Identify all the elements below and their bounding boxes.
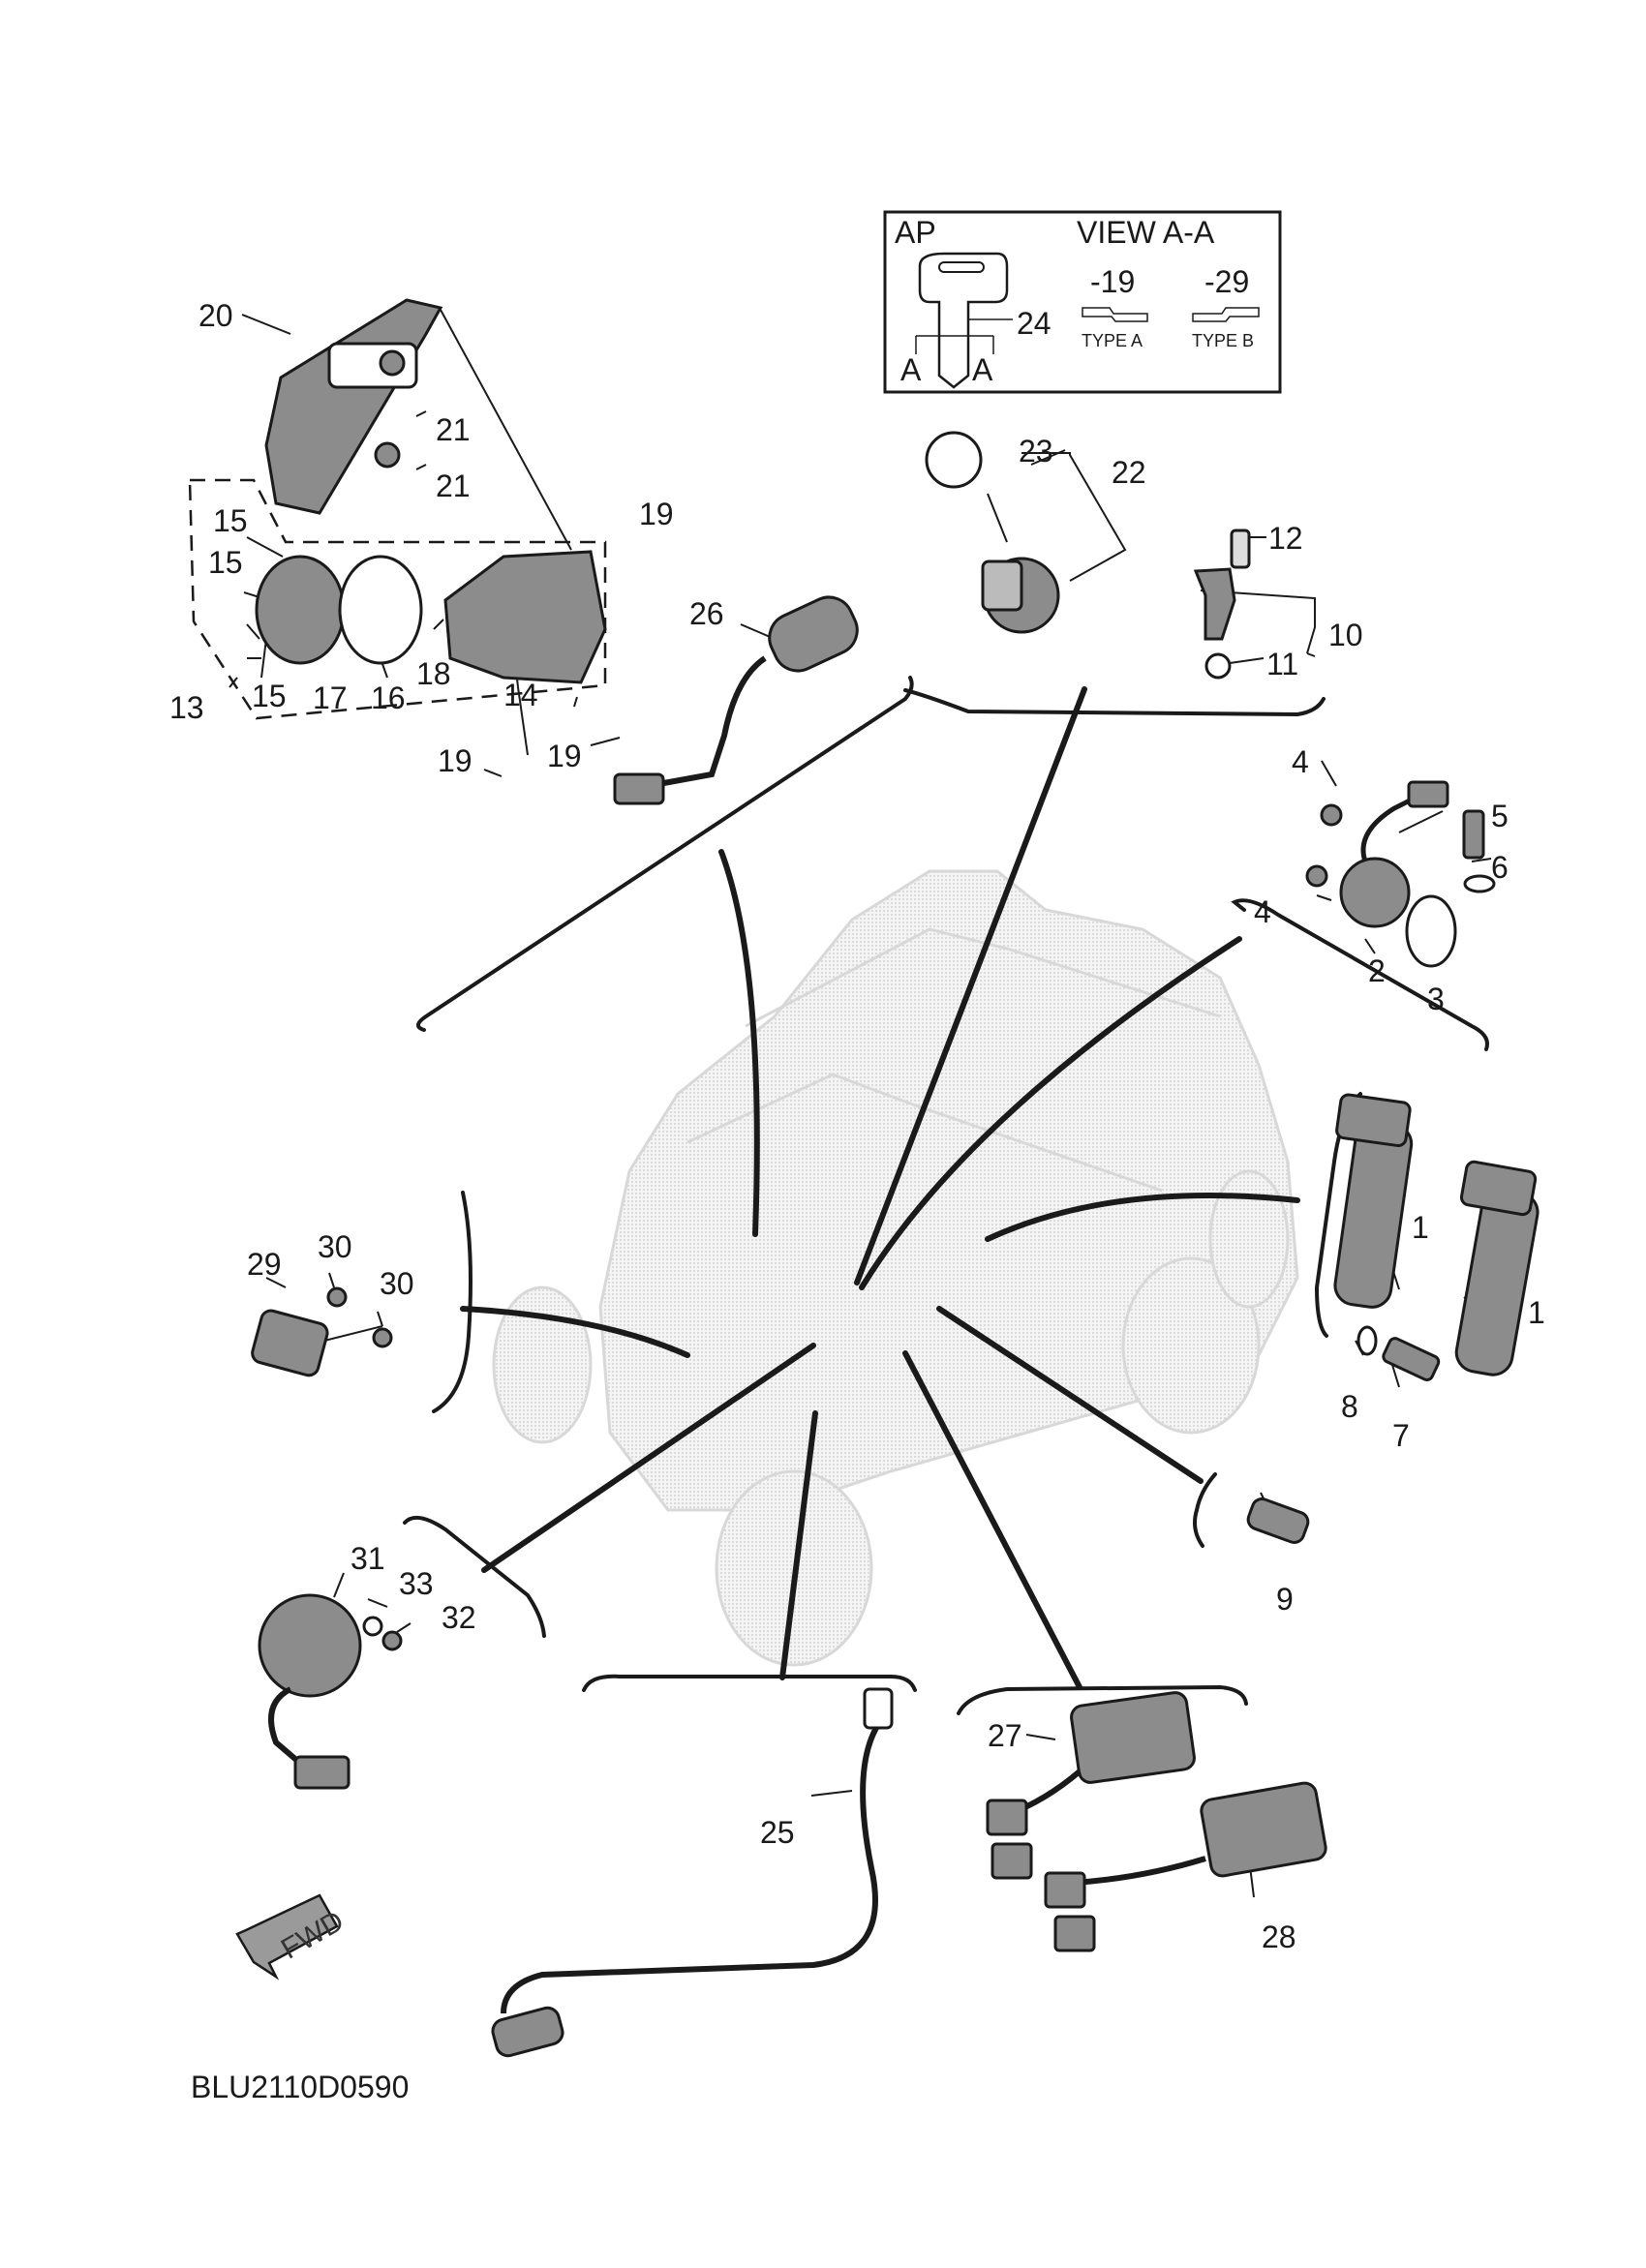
bolt-30-icon xyxy=(372,1327,393,1348)
callout-8: 8 xyxy=(1341,1389,1358,1424)
ring-6-icon xyxy=(1463,874,1496,893)
callout-1: 1 xyxy=(1528,1295,1545,1330)
callout-22: 22 xyxy=(1112,455,1146,490)
washer-33-icon xyxy=(362,1616,383,1637)
callout-5: 5 xyxy=(1491,799,1509,833)
callout-3: 3 xyxy=(1427,982,1445,1016)
callout-26: 26 xyxy=(689,596,724,631)
callout-19: 19 xyxy=(639,497,674,531)
callout-32: 32 xyxy=(442,1600,476,1635)
variant-a-label: -19 xyxy=(1090,264,1136,299)
bolt-icon xyxy=(374,441,401,469)
bolt-32-icon xyxy=(381,1630,403,1651)
sensor-29-icon xyxy=(251,1309,329,1377)
callout-20: 20 xyxy=(198,298,233,333)
switch-27-icon xyxy=(1070,1691,1196,1784)
inset-left-title: AP xyxy=(895,215,936,250)
callout-15: 15 xyxy=(208,545,243,580)
callout-30: 30 xyxy=(380,1266,414,1301)
bolt-icon xyxy=(379,349,406,377)
bolt-4-icon xyxy=(1320,803,1343,827)
callout-9: 9 xyxy=(1276,1582,1294,1617)
callout-4: 4 xyxy=(1254,894,1271,929)
vehicle-illustration xyxy=(492,869,1299,1667)
ring-8-icon xyxy=(1356,1325,1378,1356)
switch-28-icon xyxy=(1200,1781,1327,1878)
callout-13: 13 xyxy=(169,690,204,725)
callout-18: 18 xyxy=(416,656,451,691)
ignition-coil-icon xyxy=(1333,1120,1414,1309)
bolt-12-icon xyxy=(1230,529,1251,569)
callout-11: 11 xyxy=(1266,647,1299,681)
key-profile-type-a-icon xyxy=(1082,307,1148,322)
inset-key-part-number: 24 xyxy=(1017,306,1052,341)
callout-19: 19 xyxy=(438,743,472,778)
key-icon xyxy=(918,252,1009,389)
sensor-25-icon xyxy=(491,2006,564,2058)
throttle-group-dashed-box xyxy=(188,478,607,720)
callout-15: 15 xyxy=(213,503,248,538)
sensor-10-icon xyxy=(1193,567,1236,641)
o-ring-3-icon xyxy=(1405,894,1457,968)
callout-1: 1 xyxy=(1412,1210,1429,1245)
callout-14: 14 xyxy=(503,678,538,712)
gasket-icon xyxy=(338,555,423,665)
callout-33: 33 xyxy=(399,1566,434,1601)
callout-6: 6 xyxy=(1491,850,1509,885)
sensor-26-icon xyxy=(768,595,859,673)
callout-10: 10 xyxy=(1328,618,1363,652)
callout-31: 31 xyxy=(351,1541,385,1576)
bolt-4-icon xyxy=(1305,864,1328,888)
cover-icon xyxy=(255,555,346,665)
bolt-30-icon xyxy=(326,1286,348,1308)
throttle-body-icon xyxy=(443,550,607,684)
connector-25-icon xyxy=(863,1687,894,1730)
callout-16: 16 xyxy=(371,680,406,715)
callout-30: 30 xyxy=(318,1229,352,1264)
callout-2: 2 xyxy=(1368,953,1386,988)
callout-21: 21 xyxy=(436,469,471,503)
callout-19: 19 xyxy=(547,739,582,773)
diagram-code: BLU2110D0590 xyxy=(191,2070,410,2104)
variant-b-label: -29 xyxy=(1204,264,1250,299)
ignition-coil-icon xyxy=(1454,1188,1539,1376)
part-illustrations xyxy=(251,298,1539,2058)
horn-icon xyxy=(258,1593,362,1698)
fwd-arrow-icon xyxy=(235,1893,339,1981)
key-profile-type-b-icon xyxy=(1192,307,1260,322)
sensor-2-icon xyxy=(1339,857,1411,928)
o-ring-icon xyxy=(1204,652,1232,680)
section-marker-left: A xyxy=(900,352,922,387)
bracket-part-icon xyxy=(264,298,443,515)
callout-4: 4 xyxy=(1292,744,1309,779)
sensor-7-icon xyxy=(1382,1337,1441,1381)
leader-lines-thick xyxy=(460,686,1300,1690)
callout-27: 27 xyxy=(988,1718,1022,1753)
callout-23: 23 xyxy=(1019,434,1053,469)
callout-28: 28 xyxy=(1262,1920,1296,1954)
inset-view-box xyxy=(883,210,1282,394)
section-marker-right: A xyxy=(972,352,993,387)
callout-17: 17 xyxy=(313,680,348,715)
callout-25: 25 xyxy=(760,1815,795,1850)
callout-29: 29 xyxy=(247,1247,282,1282)
type-a-label: TYPE A xyxy=(1082,331,1143,350)
ignition-key-icon xyxy=(925,431,983,489)
callout-12: 12 xyxy=(1268,521,1303,556)
sender-5-icon xyxy=(1462,809,1485,860)
callout-21: 21 xyxy=(436,412,471,447)
callout-7: 7 xyxy=(1392,1418,1410,1453)
inset-right-title: VIEW A-A xyxy=(1077,215,1215,250)
switch-9-icon xyxy=(1246,1497,1310,1544)
callout-15: 15 xyxy=(252,679,287,713)
type-b-label: TYPE B xyxy=(1192,331,1255,350)
